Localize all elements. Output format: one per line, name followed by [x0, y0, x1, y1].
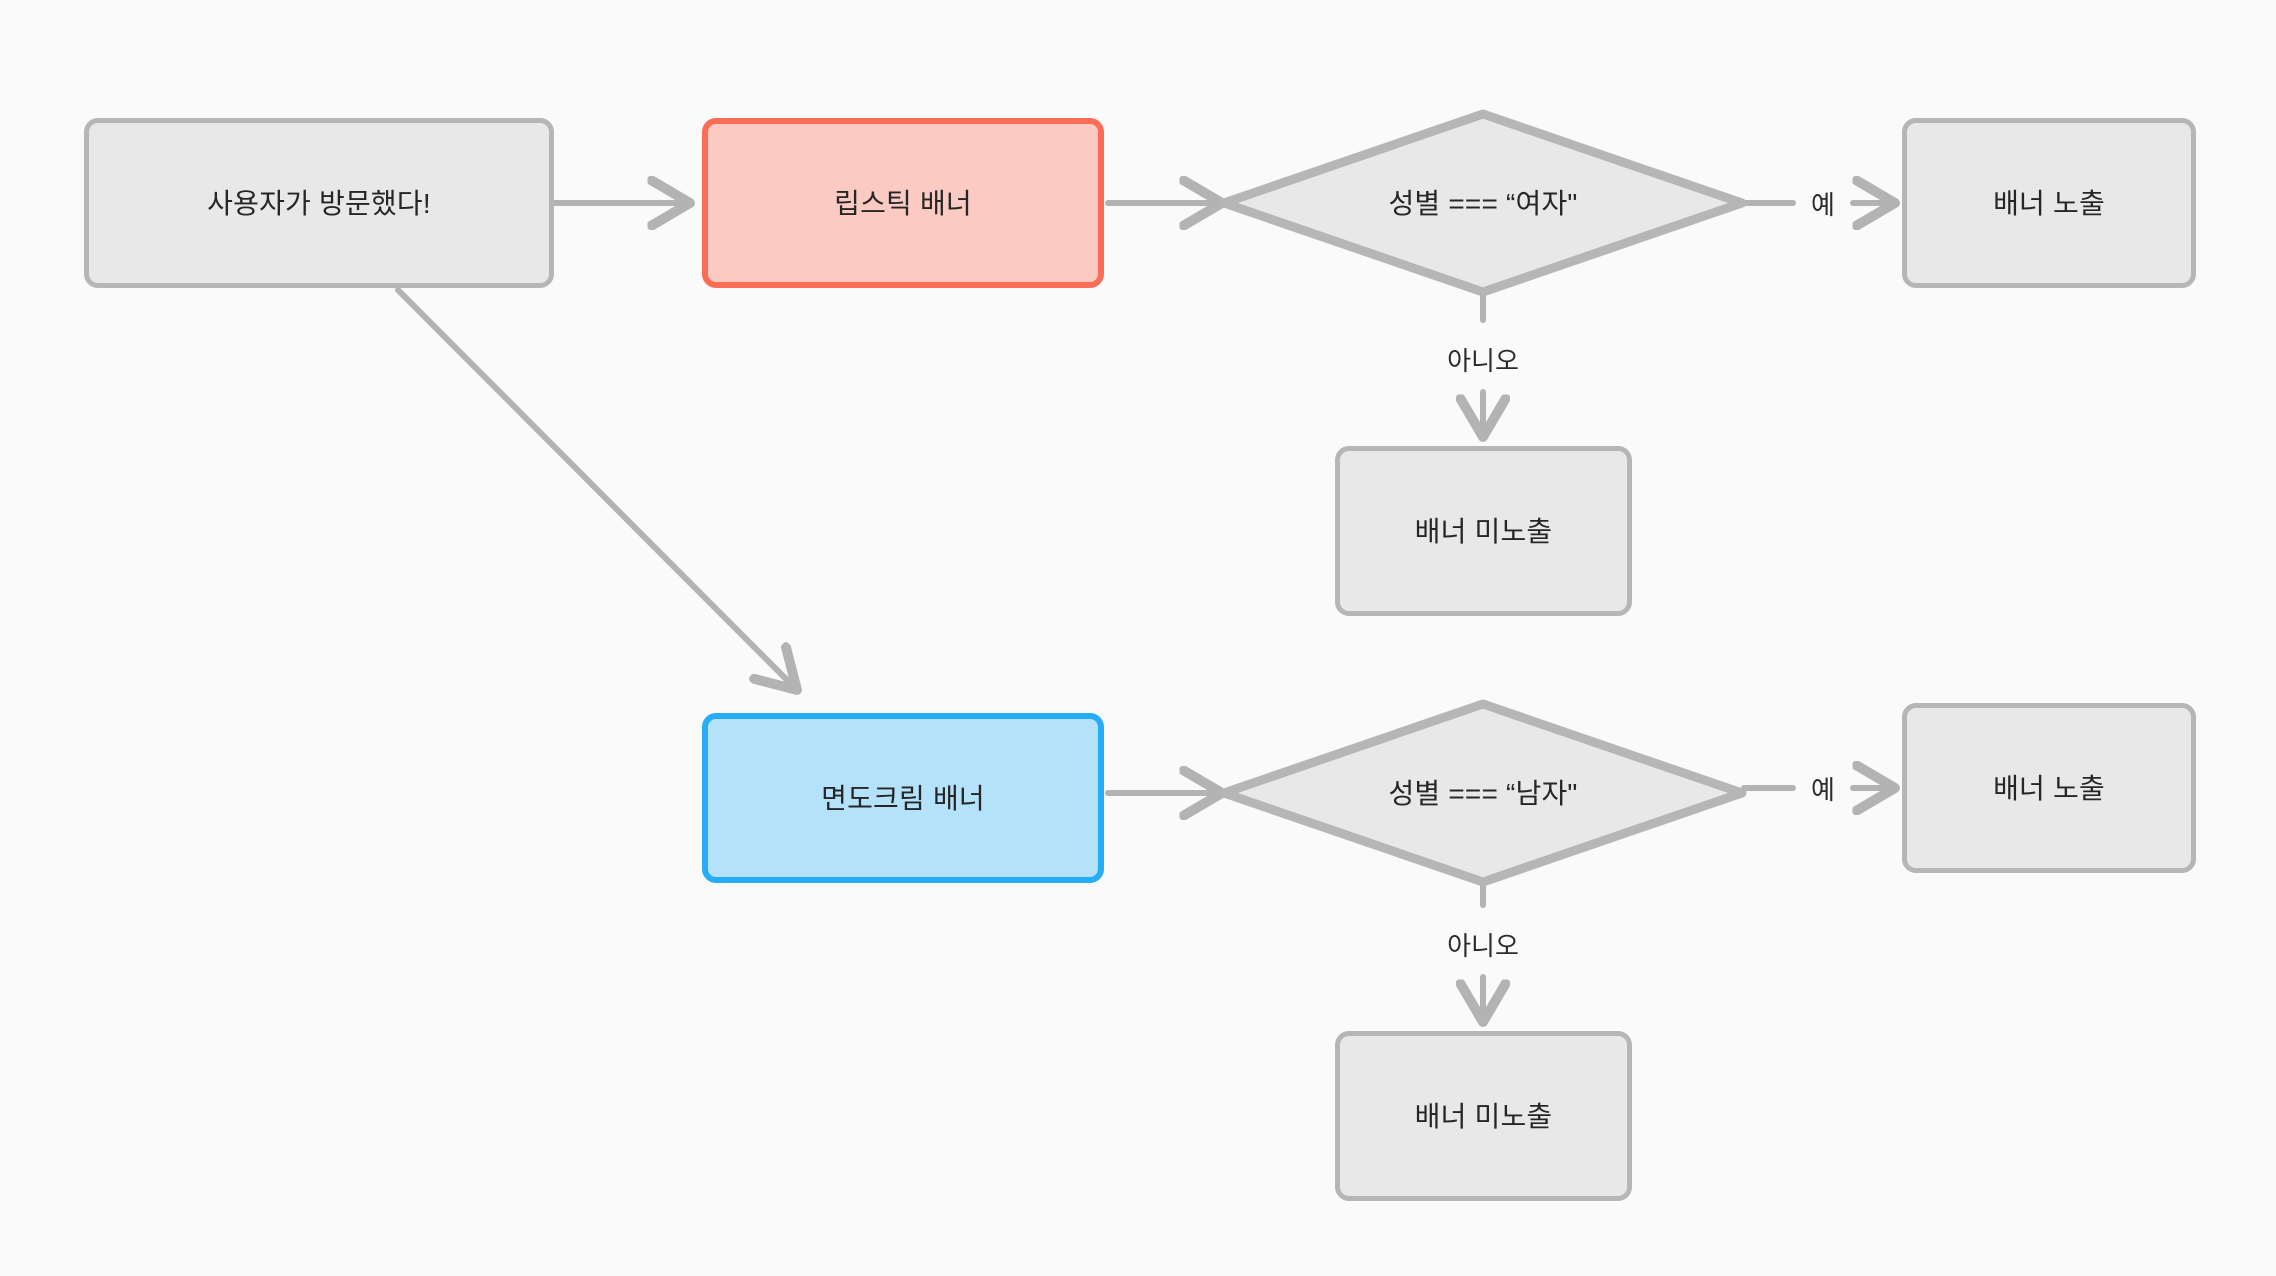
node-hide-banner-bottom[interactable]: 배너 미노출 [1335, 1031, 1632, 1201]
node-user-visited[interactable]: 사용자가 방문했다! [84, 118, 554, 288]
edge-visit-to-shaving-cream [395, 287, 797, 690]
edge-label-no-top: 아니오 [1413, 337, 1553, 381]
edge-label-text: 아니오 [1447, 930, 1519, 961]
node-label: 면도크림 배너 [821, 782, 985, 814]
node-condition-male[interactable]: 성별 === “남자" [1218, 698, 1748, 888]
diamond-shape [1219, 699, 1747, 887]
edge-label-text: 예 [1811, 189, 1835, 220]
edge-label-yes-bottom: 예 [1793, 766, 1853, 810]
edge-label-text: 예 [1811, 774, 1835, 805]
edge-label-yes-top: 예 [1793, 181, 1853, 225]
node-label: 립스틱 배너 [834, 187, 972, 219]
node-show-banner-bottom[interactable]: 배너 노출 [1902, 703, 2196, 873]
node-label: 성별 === “여자" [1388, 187, 1578, 219]
node-show-banner-top[interactable]: 배너 노출 [1902, 118, 2196, 288]
node-label: 배너 노출 [1993, 772, 2105, 804]
node-label: 성별 === “남자" [1388, 777, 1578, 809]
edge-label-no-bottom: 아니오 [1413, 922, 1553, 966]
node-hide-banner-top[interactable]: 배너 미노출 [1335, 446, 1632, 616]
edge-label-text: 아니오 [1447, 345, 1519, 376]
node-lipstick-banner[interactable]: 립스틱 배너 [702, 118, 1104, 288]
node-label: 사용자가 방문했다! [207, 187, 431, 219]
node-label: 배너 미노출 [1414, 1100, 1553, 1132]
node-label: 배너 노출 [1993, 187, 2105, 219]
node-condition-female[interactable]: 성별 === “여자" [1218, 108, 1748, 298]
node-shaving-cream-banner[interactable]: 면도크림 배너 [702, 713, 1104, 883]
diamond-shape [1219, 109, 1747, 297]
node-label: 배너 미노출 [1414, 515, 1553, 547]
